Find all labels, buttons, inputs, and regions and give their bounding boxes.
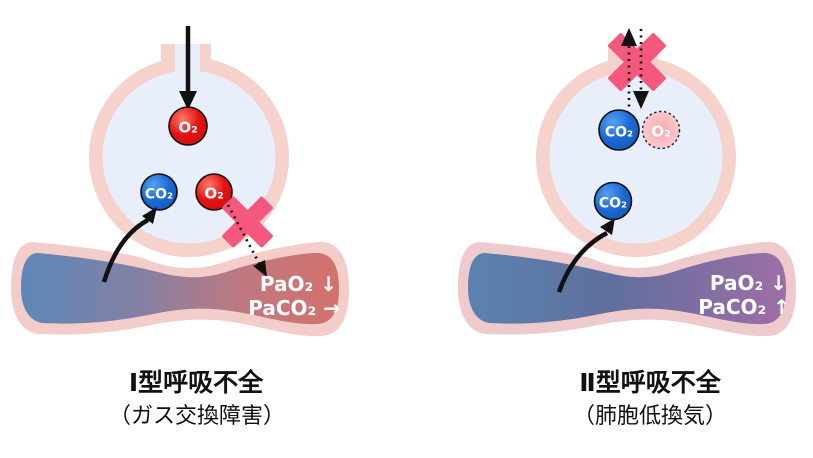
paco2-label: PaCO₂ ↑ bbox=[698, 295, 790, 319]
exhale-blocked-arrow-head bbox=[621, 28, 637, 46]
co2-molecule bbox=[140, 173, 178, 211]
co2-molecule-top-label: CO₂ bbox=[605, 125, 633, 141]
panel-type1: O₂ CO₂ O₂ PaO₂ ↓ PaCO₂ → Ⅰ型呼吸不全 （ガス交換障害） bbox=[11, 26, 349, 429]
capillary-blood-gradient bbox=[468, 253, 786, 325]
o2-molecule-faded bbox=[641, 110, 681, 150]
diffusion-blocked-arrow-head bbox=[253, 260, 267, 277]
o2-molecule bbox=[168, 106, 208, 146]
co2-molecule-label: CO₂ bbox=[145, 187, 173, 203]
diffusion-blocked-arrow-shaft bbox=[226, 204, 261, 264]
alveolus-interior bbox=[549, 70, 723, 244]
o2-molecule-blocked-label: O₂ bbox=[204, 185, 223, 203]
co2-transfer-arrow-shaft bbox=[556, 231, 609, 293]
panel-subtitle: （ガス交換障害） bbox=[109, 404, 285, 429]
o2-molecule-label: O₂ bbox=[178, 119, 197, 137]
panel-type2: CO₂ O₂ CO₂ PaO₂ ↓ PaCO₂ ↑ Ⅱ型呼吸不全 （肺胞低換気） bbox=[458, 28, 796, 429]
o2-molecule-blocked bbox=[195, 173, 233, 211]
panel-subtitle: （肺胞低換気） bbox=[573, 404, 727, 429]
inhale-arrow-head bbox=[179, 91, 197, 110]
panel-title: Ⅱ型呼吸不全 bbox=[579, 368, 721, 397]
pao2-label: PaO₂ ↓ bbox=[710, 271, 787, 295]
co2-transfer-arrow-head bbox=[600, 218, 615, 235]
co2-molecule-bottom-label: CO₂ bbox=[599, 196, 627, 212]
pao2-label: PaO₂ ↓ bbox=[260, 272, 337, 296]
co2-transfer-arrow-head bbox=[142, 207, 157, 224]
co2-molecule-top bbox=[598, 109, 640, 151]
block-x-icon bbox=[222, 196, 273, 248]
inhale-blocked-arrow-head bbox=[633, 91, 649, 109]
co2-transfer-arrow-shaft bbox=[101, 218, 150, 283]
o2-molecule-faded-label: O₂ bbox=[651, 123, 670, 141]
block-x-icon bbox=[608, 33, 666, 91]
paco2-label: PaCO₂ → bbox=[248, 296, 340, 320]
panel-title: Ⅰ型呼吸不全 bbox=[129, 368, 264, 397]
